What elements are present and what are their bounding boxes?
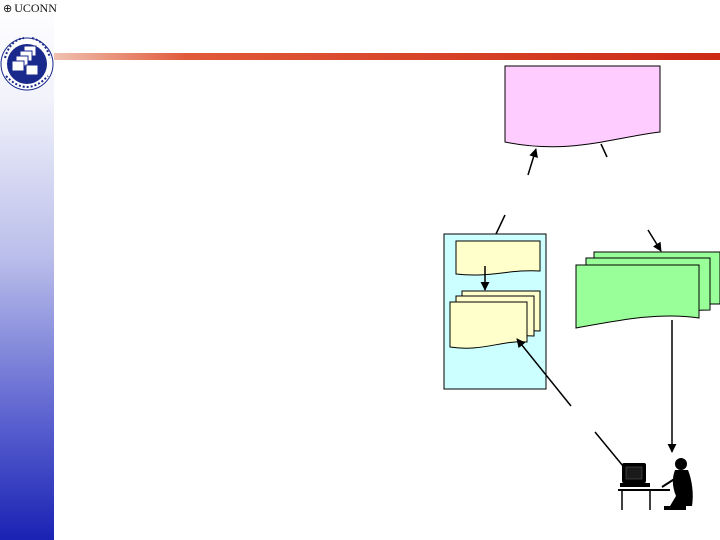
arrow-to-green-stack	[647, 229, 662, 252]
arrow-to-yellow-stack	[516, 338, 572, 407]
uconn-wordmark: UCONN	[14, 0, 57, 15]
pink-document-box	[504, 65, 661, 148]
department-seal-logo-icon	[0, 37, 54, 91]
uconn-brand: ⊕ UCONN	[3, 0, 57, 16]
person-at-computer-icon	[618, 458, 693, 510]
yellow-document-stack	[449, 290, 541, 349]
connector-user-to-diagram	[594, 431, 624, 467]
connector-pink-box-down	[600, 143, 608, 158]
arrow-up-to-pink-box	[527, 148, 538, 176]
connector-to-cyan-panel	[495, 214, 506, 235]
green-document-stack	[575, 251, 720, 329]
title-underline-bar	[54, 53, 720, 60]
yellow-document-box	[455, 240, 541, 276]
uconn-mark-icon: ⊕	[3, 2, 13, 15]
